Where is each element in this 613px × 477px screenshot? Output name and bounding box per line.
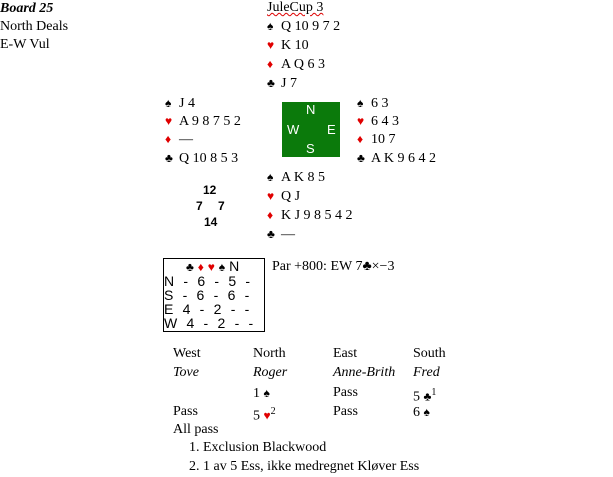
bidding-header: South xyxy=(413,346,446,361)
diamond-icon: ♦ xyxy=(267,57,274,71)
heart-icon: ♥ xyxy=(357,114,365,128)
south-spades: ♠A K 8 5 xyxy=(267,170,325,185)
heart-icon: ♥ xyxy=(267,38,275,52)
diamond-icon: ♦ xyxy=(267,208,274,222)
bidding-header: North xyxy=(253,346,286,361)
event-title: JuleCup 3 xyxy=(267,0,324,15)
bid: 6 ♠ xyxy=(413,405,430,420)
bid: Pass xyxy=(333,385,358,400)
dd-row-e: E 4 - 2 - - xyxy=(164,301,250,317)
bid: Pass xyxy=(173,404,198,419)
board-number: Board 25 xyxy=(0,1,54,16)
south-hearts: ♥Q J xyxy=(267,189,301,204)
east-diamonds: ♦10 7 xyxy=(357,132,396,147)
bid: Pass xyxy=(333,404,358,419)
spade-icon: ♠ xyxy=(267,170,274,184)
compass-w: W xyxy=(287,122,300,137)
dd-row: N - 6 - 5 -S - 6 - 6 -E 4 - 2 - -W 4 - 2… xyxy=(164,274,264,330)
east-hearts: ♥6 4 3 xyxy=(357,114,399,129)
bidding-header: West xyxy=(173,346,201,361)
west-diamonds: ♦— xyxy=(165,132,193,147)
east-clubs: ♣A K 9 6 4 2 xyxy=(357,151,436,166)
bid: 5 ♥2 xyxy=(253,406,276,424)
compass-e: E xyxy=(327,122,336,137)
hcp-east: 7 xyxy=(218,199,225,213)
heart-icon: ♥ xyxy=(267,189,275,203)
compass: N W E S xyxy=(282,102,340,157)
bid: 5 ♣1 xyxy=(413,387,437,405)
south-clubs: ♣— xyxy=(267,227,295,242)
par-result: Par +800: EW 7♣×−3 xyxy=(272,259,395,274)
heart-icon: ♥ xyxy=(165,114,173,128)
note-2: 2. 1 av 5 Ess, ikke medregnet Kløver Ess xyxy=(189,459,420,474)
dd-row-n: N - 6 - 5 - xyxy=(164,273,251,289)
dealer: North Deals xyxy=(0,19,69,34)
bidding-header: East xyxy=(333,346,358,361)
hcp-north: 12 xyxy=(203,183,217,197)
player-name: Anne-Brith xyxy=(333,365,396,380)
east-spades: ♠6 3 xyxy=(357,96,389,111)
compass-n: N xyxy=(306,102,316,117)
club-icon: ♣ xyxy=(267,76,275,90)
club-icon: ♣ xyxy=(165,151,173,165)
north-hearts: ♥K 10 xyxy=(267,38,309,53)
spade-icon: ♠ xyxy=(357,96,364,110)
hcp-south: 14 xyxy=(204,215,218,229)
player-name: Fred xyxy=(413,365,440,380)
club-icon: ♣ xyxy=(357,151,365,165)
player-name: Tove xyxy=(173,365,199,380)
spade-icon: ♠ xyxy=(165,96,172,110)
north-diamonds: ♦A Q 6 3 xyxy=(267,57,325,72)
club-icon: ♣ xyxy=(267,227,275,241)
hcp-west: 7 xyxy=(196,199,203,213)
double-dummy-table: ♣ ♦ ♥ ♠ N N - 6 - 5 -S - 6 - 6 -E 4 - 2 … xyxy=(163,258,265,332)
diamond-icon: ♦ xyxy=(357,132,364,146)
compass-s: S xyxy=(306,141,315,156)
bid: 1 ♠ xyxy=(253,386,270,401)
dd-row-s: S - 6 - 6 - xyxy=(164,287,250,303)
diamond-icon: ♦ xyxy=(165,132,172,146)
north-clubs: ♣J 7 xyxy=(267,76,297,91)
dd-row-w: W 4 - 2 - - xyxy=(164,315,254,331)
note-1: 1. Exclusion Blackwood xyxy=(189,440,327,455)
vulnerability: E-W Vul xyxy=(0,37,50,52)
west-spades: ♠J 4 xyxy=(165,96,195,111)
player-name: Roger xyxy=(253,365,288,380)
bidding-final: All pass xyxy=(173,422,219,437)
spade-icon: ♠ xyxy=(267,19,274,33)
west-clubs: ♣Q 10 8 5 3 xyxy=(165,151,239,166)
north-spades: ♠Q 10 9 7 2 xyxy=(267,19,341,34)
south-diamonds: ♦K J 9 8 5 4 2 xyxy=(267,208,353,223)
west-hearts: ♥A 9 8 7 5 2 xyxy=(165,114,241,129)
